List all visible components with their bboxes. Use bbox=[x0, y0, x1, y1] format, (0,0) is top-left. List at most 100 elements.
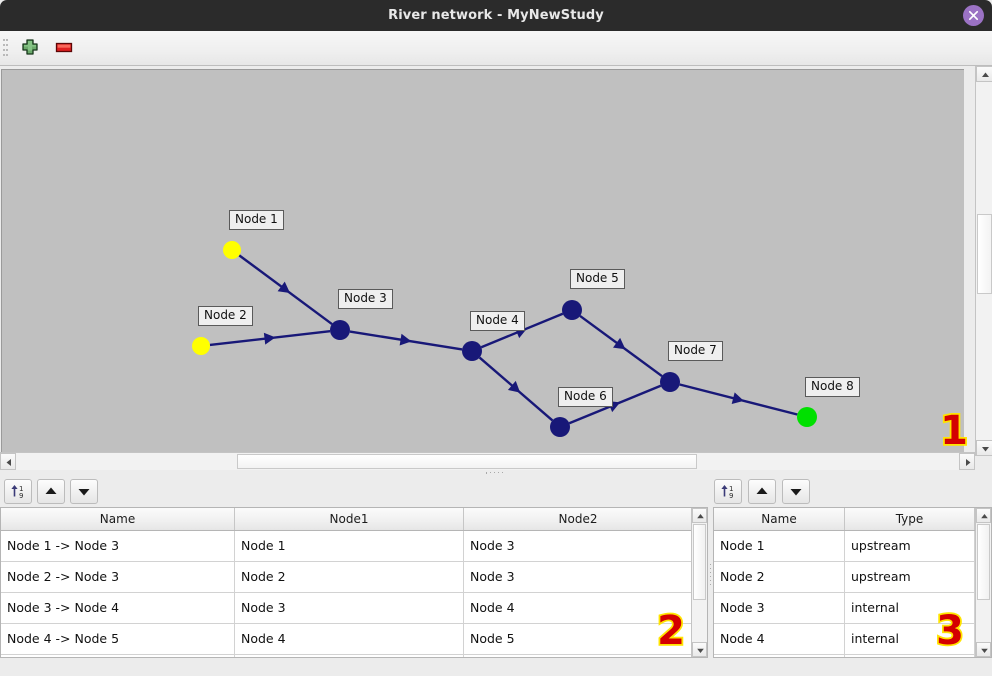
svg-text:1: 1 bbox=[19, 485, 23, 493]
links-scroll-up-button[interactable] bbox=[692, 508, 707, 523]
links-cell[interactable]: Node 3 bbox=[464, 531, 693, 561]
node-label-node2[interactable]: Node 2 bbox=[198, 306, 253, 326]
node-label-node4[interactable]: Node 4 bbox=[470, 311, 525, 331]
scroll-down-button[interactable] bbox=[976, 440, 992, 456]
nodes-cell[interactable]: internal bbox=[845, 624, 975, 654]
links-cell[interactable]: Node 2 bbox=[235, 562, 464, 592]
node-label-node5[interactable]: Node 5 bbox=[570, 269, 625, 289]
chevron-down-icon bbox=[981, 648, 988, 653]
graph-node-node7[interactable] bbox=[660, 372, 680, 392]
links-move-down-button[interactable] bbox=[70, 479, 98, 504]
toolbar-grip[interactable] bbox=[3, 39, 8, 59]
links-move-up-button[interactable] bbox=[37, 479, 65, 504]
links-scroll-down-button[interactable] bbox=[692, 642, 707, 657]
splitter-grip-dots bbox=[486, 472, 508, 474]
river-network-diagram[interactable]: Node 1 Node 2 Node 3 Node 4 Node 5 Node 6 Node… bbox=[1, 69, 964, 452]
nodes-grid-scrollbar[interactable] bbox=[975, 508, 991, 657]
nodes-cell[interactable]: Node 1 bbox=[714, 531, 845, 561]
table-row-empty[interactable] bbox=[1, 655, 707, 657]
scroll-up-button[interactable] bbox=[976, 66, 992, 82]
node-label-node8[interactable]: Node 8 bbox=[805, 377, 860, 397]
links-cell[interactable]: Node 4 -> Node 5 bbox=[1, 624, 235, 654]
scroll-left-button[interactable] bbox=[0, 453, 16, 470]
graph-node-node6[interactable] bbox=[550, 417, 570, 437]
sort-icon: 1 9 bbox=[11, 485, 23, 500]
nodes-cell[interactable]: upstream bbox=[845, 562, 975, 592]
graph-node-node2[interactable] bbox=[192, 337, 210, 355]
links-cell[interactable]: Node 1 -> Node 3 bbox=[1, 531, 235, 561]
canvas-hscroll-thumb[interactable] bbox=[237, 454, 697, 469]
links-cell[interactable]: Node 3 bbox=[235, 593, 464, 623]
move-up-icon bbox=[45, 487, 57, 494]
delete-node-icon bbox=[55, 42, 73, 53]
links-cell[interactable]: Node 3 bbox=[464, 562, 693, 592]
chevron-down-icon bbox=[982, 447, 989, 452]
graph-node-node4[interactable] bbox=[462, 341, 482, 361]
graph-node-node5[interactable] bbox=[562, 300, 582, 320]
close-button[interactable] bbox=[963, 5, 984, 26]
links-cell[interactable]: Node 3 -> Node 4 bbox=[1, 593, 235, 623]
delete-node-button[interactable] bbox=[52, 37, 76, 59]
chevron-up-icon bbox=[982, 72, 989, 77]
links-cell-empty bbox=[235, 655, 464, 657]
links-column-header[interactable]: Name bbox=[1, 508, 235, 530]
nodes-cell[interactable]: Node 4 bbox=[714, 624, 845, 654]
links-cell[interactable]: Node 2 -> Node 3 bbox=[1, 562, 235, 592]
canvas-vscroll-thumb[interactable] bbox=[977, 214, 992, 294]
node-label-node6[interactable]: Node 6 bbox=[558, 387, 613, 407]
chevron-down-icon bbox=[697, 648, 704, 653]
links-scroll-thumb[interactable] bbox=[693, 524, 706, 600]
nodes-cell[interactable]: internal bbox=[845, 593, 975, 623]
nodes-scroll-down-button[interactable] bbox=[976, 642, 991, 657]
nodes-column-header[interactable]: Name bbox=[714, 508, 845, 530]
graph-node-node3[interactable] bbox=[330, 320, 350, 340]
nodes-cell[interactable]: Node 3 bbox=[714, 593, 845, 623]
links-cell[interactable]: Node 1 bbox=[235, 531, 464, 561]
main-toolbar bbox=[0, 31, 992, 66]
nodes-cell[interactable]: Node 2 bbox=[714, 562, 845, 592]
nodes-sort-button[interactable]: 1 9 bbox=[714, 479, 742, 504]
node-label-node1[interactable]: Node 1 bbox=[229, 210, 284, 230]
canvas-horizontal-scrollbar[interactable] bbox=[0, 452, 975, 470]
vertical-splitter[interactable] bbox=[708, 476, 713, 676]
nodes-move-up-button[interactable] bbox=[748, 479, 776, 504]
nodes-cell[interactable]: upstream bbox=[845, 531, 975, 561]
diagram-canvas-area: Node 1 Node 2 Node 3 Node 4 Node 5 Node 6 Node… bbox=[0, 66, 992, 472]
links-cell[interactable]: Node 4 bbox=[235, 624, 464, 654]
node-label-node7[interactable]: Node 7 bbox=[668, 341, 723, 361]
nodes-scroll-up-button[interactable] bbox=[976, 508, 991, 523]
links-cell[interactable]: Node 5 bbox=[464, 624, 693, 654]
table-row-empty[interactable] bbox=[714, 655, 991, 657]
links-column-header[interactable]: Node2 bbox=[464, 508, 693, 530]
links-grid-scrollbar[interactable] bbox=[691, 508, 707, 657]
canvas-vertical-scrollbar[interactable] bbox=[975, 66, 992, 456]
links-sort-button[interactable]: 1 9 bbox=[4, 479, 32, 504]
graph-node-node8[interactable] bbox=[797, 407, 817, 427]
nodes-column-header[interactable]: Type bbox=[845, 508, 975, 530]
links-cell[interactable]: Node 4 bbox=[464, 593, 693, 623]
add-node-button[interactable] bbox=[18, 37, 42, 59]
node-label-node3[interactable]: Node 3 bbox=[338, 289, 393, 309]
nodes-panel-toolbar: 1 9 bbox=[713, 476, 992, 506]
horizontal-splitter[interactable] bbox=[0, 470, 992, 476]
links-column-header[interactable]: Node1 bbox=[235, 508, 464, 530]
scroll-right-button[interactable] bbox=[959, 453, 975, 470]
graph-node-node1[interactable] bbox=[223, 241, 241, 259]
nodes-scroll-thumb[interactable] bbox=[977, 524, 990, 600]
nodes-move-down-button[interactable] bbox=[782, 479, 810, 504]
